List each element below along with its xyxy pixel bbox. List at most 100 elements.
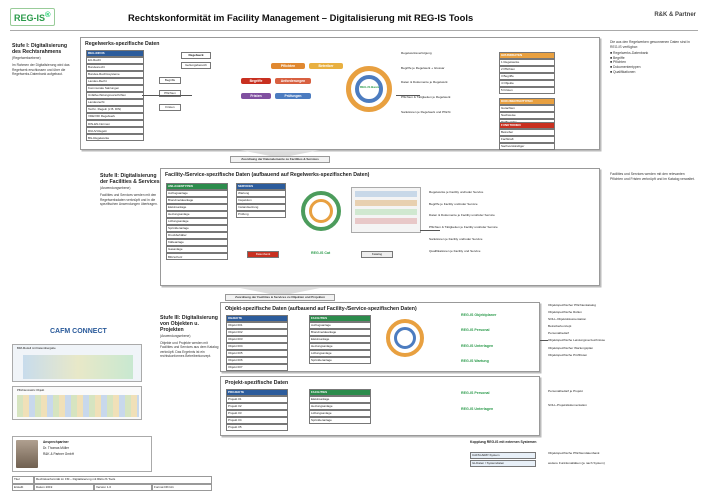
stage1-description: Stufe I: Digitalisierung des Rechtsrahme… [12, 43, 76, 76]
bim-caption: BIM-Modell mit Datenübergabe [17, 346, 56, 350]
obj-out-7: Objektspezifischer Wartungsplan [548, 345, 594, 350]
node-fristen: Fristen [159, 104, 181, 111]
pill-betreiber: Betreiber [309, 63, 343, 70]
side-note-item: ■ Qualifikationen [610, 69, 636, 74]
s2-output-1: Regelwerke je Facility und/oder Service [429, 190, 484, 194]
grunddaten-header: GRUNDDATEN [499, 52, 555, 59]
node-pflichten: Pflichten [159, 90, 181, 97]
s2-output-4: Pflichten & Tätigkeiten je Facility und/… [429, 225, 498, 230]
external-item-1: CAFM-/ERP-System [470, 452, 536, 459]
stage1-text: Im Rahmen der Digitalisierung wird das R… [12, 63, 70, 76]
thumb-bar-2 [355, 200, 417, 206]
matrix-caption: Pflichtenmatrix Objekt [17, 388, 45, 392]
project-list-item: Projekt 04 [226, 416, 288, 424]
output-4: Pflichten & Tätigkeiten je Regelwerk [401, 95, 451, 100]
contact-caption: Ansprechpartner [43, 440, 69, 444]
regis-obj-3: REG-IS Unterlagen [461, 343, 494, 348]
stage3-text: Objekte und Projekte werden mit Faciliti… [160, 341, 219, 359]
pill-anforderungen: Anforderungen [275, 78, 311, 85]
node-begriffe: Begriffe [159, 77, 181, 84]
stage3-subtitle: (Anwendungsebene) [160, 333, 191, 338]
logo-sup: ® [45, 10, 51, 19]
object-fac-item: Brandmeldeanlage [309, 328, 371, 336]
thumb-bar-1 [355, 191, 417, 197]
cafm-connect-logo: CAFM CONNECT [50, 328, 107, 335]
project-list-item: Projekt 03 [226, 409, 288, 417]
ring2-outer [301, 191, 341, 231]
stage1-title: Stufe I: Digitalisierung des Rechtsrahme… [12, 43, 68, 55]
bim-model-image: BIM-Modell mit Datenübergabe [12, 344, 142, 382]
contact-card: Ansprechpartner Dr. Thomas Müller R&K & … [12, 436, 152, 472]
project-list-item: Projekt 01 [226, 395, 288, 403]
anlagen-list-item: Heizungsanlage [166, 210, 228, 218]
grunddaten-item: 1 Regelwerke [499, 58, 555, 66]
pill-pflichten: Pflichten [271, 63, 305, 70]
stage2-panel-title: Facility-/Service-spezifische Daten (auf… [165, 172, 370, 178]
service-list-item: Instandsetzung [236, 203, 286, 211]
anlagen-list-item: Sprinkleranlage [166, 224, 228, 232]
footer-row1-label: Titel [12, 476, 34, 484]
footer-table: Titel Rechtskonformität im FM – Digitali… [12, 476, 212, 492]
footer-row-2: Erstellt Datum 2019 Version 1.0 Format D… [12, 483, 212, 492]
obj-out-1: Objektspezifischer Pflichtenkatalog [548, 303, 596, 307]
regelwerk-list-item: Bundes-Rechtssysteme [86, 70, 144, 78]
regelwerk-list-item: EU-Recht [86, 56, 144, 64]
s2-output-5: Sanktionen je Facility und/oder Service [429, 236, 483, 241]
s2-output-6: Qualifikationen je Facility und Service [429, 248, 481, 253]
external-outputs: Objektspezifische Pflichtendatenbank wei… [548, 451, 698, 465]
obj-out-2: Objektspezifische Rollen [548, 310, 582, 315]
footer-row-1: Titel Rechtskonformität im FM – Digitali… [12, 476, 212, 484]
anlagen-header: ANLAGENTYPEN [166, 183, 228, 190]
output-2: Begriffe je Regelwerk + Glossar [401, 65, 445, 70]
stage2-subtitle: (Anwendungsebene) [100, 185, 131, 190]
regelwerk-list-item: BG-Regelwerke [86, 134, 144, 142]
stage1-subtitle: (Regelwerksebene) [12, 55, 41, 60]
footer-row1-value: Rechtskonformität im FM – Digitalisierun… [34, 476, 212, 484]
company-logo: R&K & Partner [654, 12, 696, 18]
connector-line-3 [420, 230, 440, 231]
object-list-item: Objekt 002 [226, 328, 288, 336]
side-note-item: ■ Dokumententypen [610, 64, 641, 69]
ring3-outer [386, 319, 424, 357]
object-regis-tools: REG-IS Objektplaner REG-IS Personal REG-… [461, 313, 539, 363]
object-fac-item: Sprinkleranlage [309, 356, 371, 364]
regelwerk-list-item: Techn. Regeln (z.B. DIN) [86, 105, 144, 113]
service-list-item: Prüfung [236, 210, 286, 218]
stage1-side-note: Die aus den Regelwerken gewonnenen Daten… [610, 40, 698, 74]
ext-out-2: weitere Funktionalitäten (je nach System… [548, 460, 605, 465]
object-fac-header: FACILITIES [309, 315, 371, 322]
project-regis-tools: REG-IS Personal REG-IS Unterlagen [461, 391, 539, 412]
object-fac-item: Lüftungsanlage [309, 349, 371, 357]
regelwerk-list-item: DGUV-Regeln [86, 127, 144, 135]
stage2-regis-label: REG-IS Cat [311, 251, 331, 255]
object-list-header: OBJEKTE [226, 315, 288, 322]
external-label: Kopplung REG-IS mit externen Systemen [470, 440, 537, 444]
avatar [16, 440, 38, 468]
contact-company: R&K & Partner GmbH [43, 452, 74, 456]
footer-row2-label: Erstellt [12, 483, 34, 492]
ring3-inner [394, 327, 416, 349]
list-header: REG-INFOS [86, 50, 144, 57]
output-5: Sanktionen je Regelwerk und Pflicht [401, 109, 451, 114]
stage2-title: Stufe II: Digitalisierung der Facilities… [100, 173, 160, 185]
object-fac-item: Aufzugsanlage [309, 321, 371, 329]
matrix-grid [17, 395, 139, 417]
s2-output-2: Begriffe je Facility und/oder Service [429, 201, 478, 206]
doc-type-item: Gutachten [499, 104, 555, 112]
ring-outer [346, 66, 392, 112]
stage2-outputs: Regelwerke je Facility und/oder Service … [429, 190, 589, 253]
project-panel: Projekt-spezifische Daten PROJEKTE Proje… [220, 376, 540, 436]
service-header: SERVICES [236, 183, 286, 190]
stage2-panel: Facility-/Service-spezifische Daten (auf… [160, 168, 600, 286]
page-title: Rechtskonformität im Facility Management… [128, 12, 474, 23]
matrix-image: Pflichtenmatrix Objekt [12, 386, 142, 420]
node-geltungsbereich: Geltungsbereich [181, 62, 211, 69]
bim-render [23, 355, 133, 379]
anlagen-list-item: Aufzugsanlage [166, 189, 228, 197]
doc-type-item: Nachweise [499, 111, 555, 119]
